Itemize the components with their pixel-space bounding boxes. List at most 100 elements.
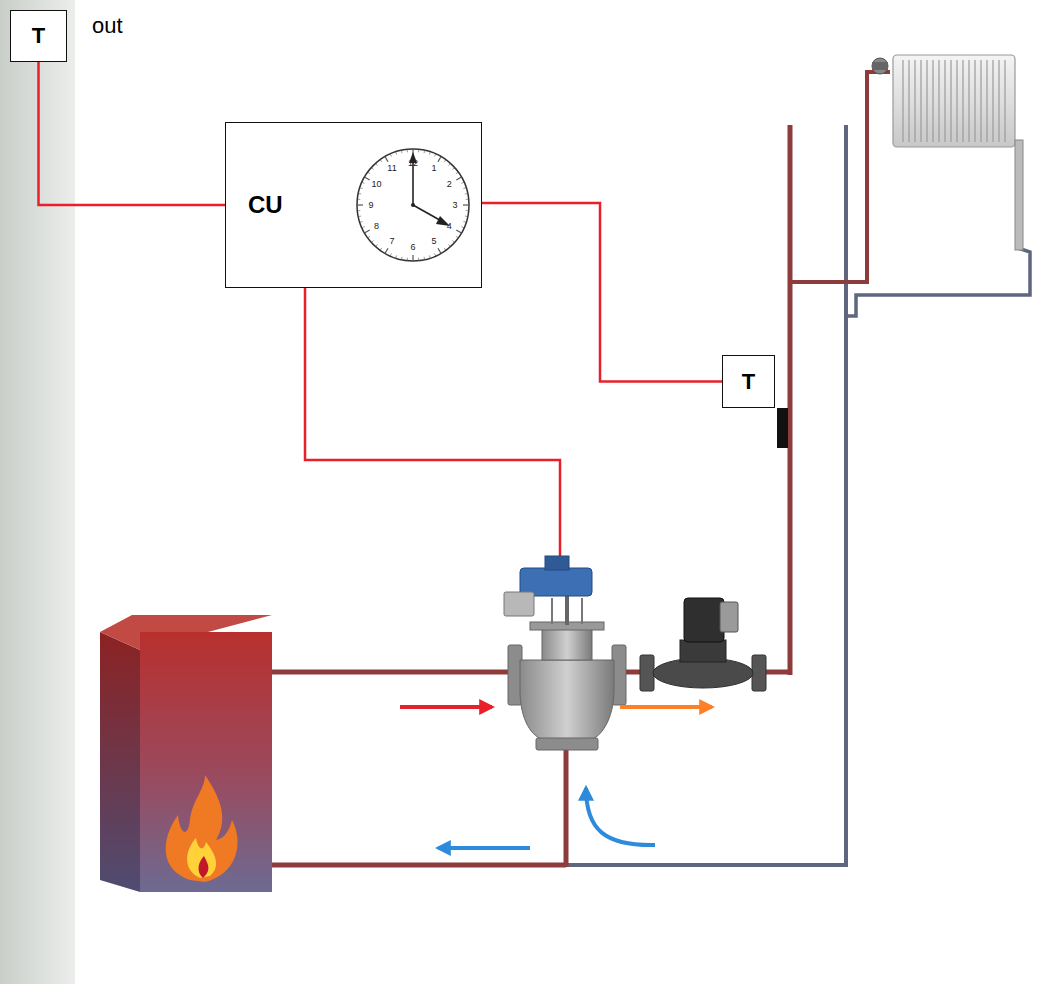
clock-tick (407, 149, 408, 152)
clock-tick (465, 216, 468, 218)
sensor-box: T (722, 355, 775, 408)
clock-tick (438, 157, 441, 162)
control-wire (305, 288, 560, 556)
clock-numeral: 4 (447, 222, 452, 231)
return-riser (844, 125, 848, 867)
clock-tick (461, 227, 464, 228)
clock-numeral: 3 (452, 201, 457, 210)
clock-tick (448, 163, 450, 165)
clock-numeral: 11 (387, 164, 396, 173)
bypass-pipe (564, 745, 569, 867)
signal-wire (39, 62, 226, 205)
clock-numeral: 12 (408, 159, 418, 168)
clock-numeral: 1 (431, 164, 436, 173)
clock-tick (463, 187, 466, 189)
clock-tick (407, 258, 408, 261)
clock-tick (401, 257, 403, 260)
three-way-valve (504, 556, 626, 750)
clock-tick (456, 177, 461, 180)
clock-tick (412, 255, 413, 261)
clock-tick (360, 221, 363, 223)
clock-numeral: 8 (374, 222, 379, 231)
clock-tick (465, 193, 468, 195)
clock-tick (448, 244, 450, 246)
clock-tick (435, 154, 436, 157)
clock-tick (357, 204, 363, 205)
clock-tick (438, 248, 441, 253)
clock-tick (452, 240, 454, 242)
clock-tick (390, 154, 391, 157)
hot-flow-arrow (400, 705, 492, 709)
clock-numeral: 10 (372, 180, 382, 189)
bypass-flow-arrow (586, 788, 655, 845)
clock-tick (362, 182, 365, 183)
clock-tick (362, 227, 365, 228)
clock-numeral: 5 (431, 237, 436, 246)
clock-tick (429, 255, 431, 258)
boiler-return-pipe (270, 863, 566, 868)
sensor-probe (777, 408, 788, 448)
clock-tick (418, 258, 419, 261)
node-label: T (32, 23, 45, 49)
clock-tick (390, 253, 391, 256)
node-label: CU (248, 191, 283, 219)
clock-tick (385, 157, 388, 162)
boiler (100, 615, 272, 892)
clock-tick (380, 160, 382, 162)
clock-tick (358, 193, 361, 195)
clock-tick (395, 255, 397, 258)
clock-tick (452, 168, 454, 170)
control-unit-box: CU (225, 122, 482, 288)
clock-tick (444, 248, 446, 250)
clock-tick (429, 152, 431, 155)
clock-numeral: 2 (447, 180, 452, 189)
clock-tick (424, 150, 426, 153)
supply-riser (788, 125, 793, 675)
clock-tick (424, 257, 426, 260)
radiator (872, 55, 1023, 250)
clock-tick (395, 152, 397, 155)
clock-tick (435, 253, 436, 256)
clock-tick (385, 248, 388, 253)
signal-wire (482, 203, 722, 382)
radiator-return-pipe (846, 248, 1030, 316)
clock-tick (380, 248, 382, 250)
radiator-supply-pipe (790, 72, 890, 282)
clock-tick (401, 150, 403, 153)
clock-tick (463, 204, 469, 205)
clock-tick (461, 182, 464, 183)
clock-tick (466, 210, 469, 211)
clock-tick (357, 210, 360, 211)
return-flow-arrow (438, 846, 530, 850)
sensor-box: Tout (10, 10, 67, 62)
sensor-location-label: out (92, 13, 123, 39)
clock-tick (376, 244, 378, 246)
clock-numeral: 9 (368, 201, 373, 210)
clock-numeral: 7 (389, 237, 394, 246)
clock-tick (456, 230, 461, 233)
clock-tick (360, 187, 363, 189)
clock-tick (456, 236, 458, 238)
clock-tick (371, 240, 373, 242)
clock-tick (368, 172, 370, 174)
clock-tick (365, 177, 370, 180)
clock-tick (444, 160, 446, 162)
circulation-pump (640, 598, 766, 691)
clock-tick (376, 163, 378, 165)
clock-tick (466, 199, 469, 200)
clock-tick (368, 236, 370, 238)
clock-tick (463, 221, 466, 223)
mixed-flow-arrow (620, 705, 712, 709)
clock-tick (358, 216, 361, 218)
clock-tick (456, 172, 458, 174)
clock (357, 149, 469, 261)
clock-tick (418, 149, 419, 152)
clock-tick (371, 168, 373, 170)
clock-tick (357, 199, 360, 200)
node-label: T (742, 369, 755, 395)
return-pipe (566, 863, 848, 867)
clock-tick (365, 230, 370, 233)
clock-numeral: 6 (410, 243, 415, 252)
